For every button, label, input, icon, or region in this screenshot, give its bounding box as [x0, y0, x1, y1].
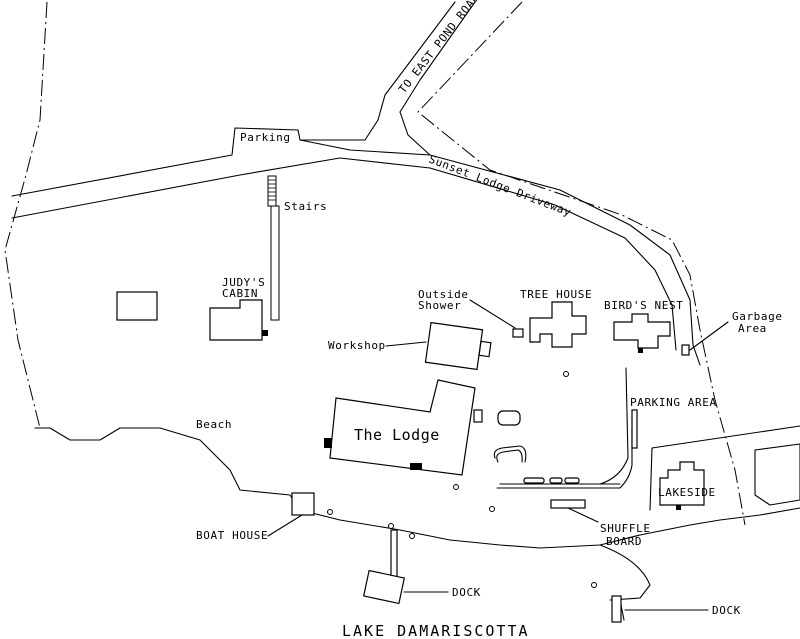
the-lodge	[324, 379, 483, 476]
dock-left	[362, 529, 406, 605]
boat-house	[291, 492, 315, 516]
lakeside-area	[649, 425, 800, 511]
beach-label: Beach	[196, 418, 232, 431]
workshop	[424, 321, 492, 371]
judys-cabin-label-2: CABIN	[222, 287, 258, 300]
pond-shape	[497, 410, 521, 426]
road-label: TO EAST POND ROAD	[396, 0, 482, 96]
shuffle-board-label-2: BOARD	[606, 535, 642, 548]
garbage-area	[681, 344, 690, 356]
tree-house	[529, 301, 587, 348]
judys-cabin-label-1: JUDY'S	[222, 276, 265, 289]
property-boundary	[4, 1, 746, 526]
road	[11, 1, 701, 366]
driveway-label: Sunset Lodge Driveway	[427, 153, 573, 219]
outside-shower-label-1: Outside	[418, 288, 469, 301]
shoreline	[34, 427, 800, 549]
garbage-label-1: Garbage	[732, 310, 783, 323]
outside-shower-label-2: Shower	[418, 299, 461, 312]
dock-left-label: DOCK	[452, 586, 481, 599]
stairs	[267, 175, 280, 321]
lodge-label: The Lodge	[354, 426, 440, 444]
birds-nest	[613, 313, 671, 349]
parking-area-label: PARKING AREA	[630, 396, 717, 409]
tree-house-label: TREE HOUSE	[520, 288, 592, 301]
boat-house-label: BOAT HOUSE	[196, 529, 268, 542]
stairs-label: Stairs	[284, 200, 327, 213]
unlabeled-building	[116, 291, 158, 321]
birds-nest-label: BIRD'S NEST	[604, 299, 683, 312]
dock-right	[611, 595, 622, 623]
shuffle-board-label-1: SHUFFLE	[600, 522, 651, 535]
parking-label: Parking	[240, 131, 291, 144]
outside-shower	[512, 328, 524, 338]
workshop-label: Workshop	[328, 339, 386, 352]
parking-strip	[631, 409, 638, 449]
garbage-label-2: Area	[738, 322, 767, 335]
tree-markers	[327, 371, 597, 588]
path-curve	[493, 445, 527, 463]
lake-label: LAKE DAMARISCOTTA	[342, 622, 530, 639]
dock-right-label: DOCK	[712, 604, 741, 617]
lakeside-label: LAKESIDE	[658, 486, 716, 499]
shuffle-board	[550, 499, 586, 509]
judys-cabin	[209, 299, 268, 341]
